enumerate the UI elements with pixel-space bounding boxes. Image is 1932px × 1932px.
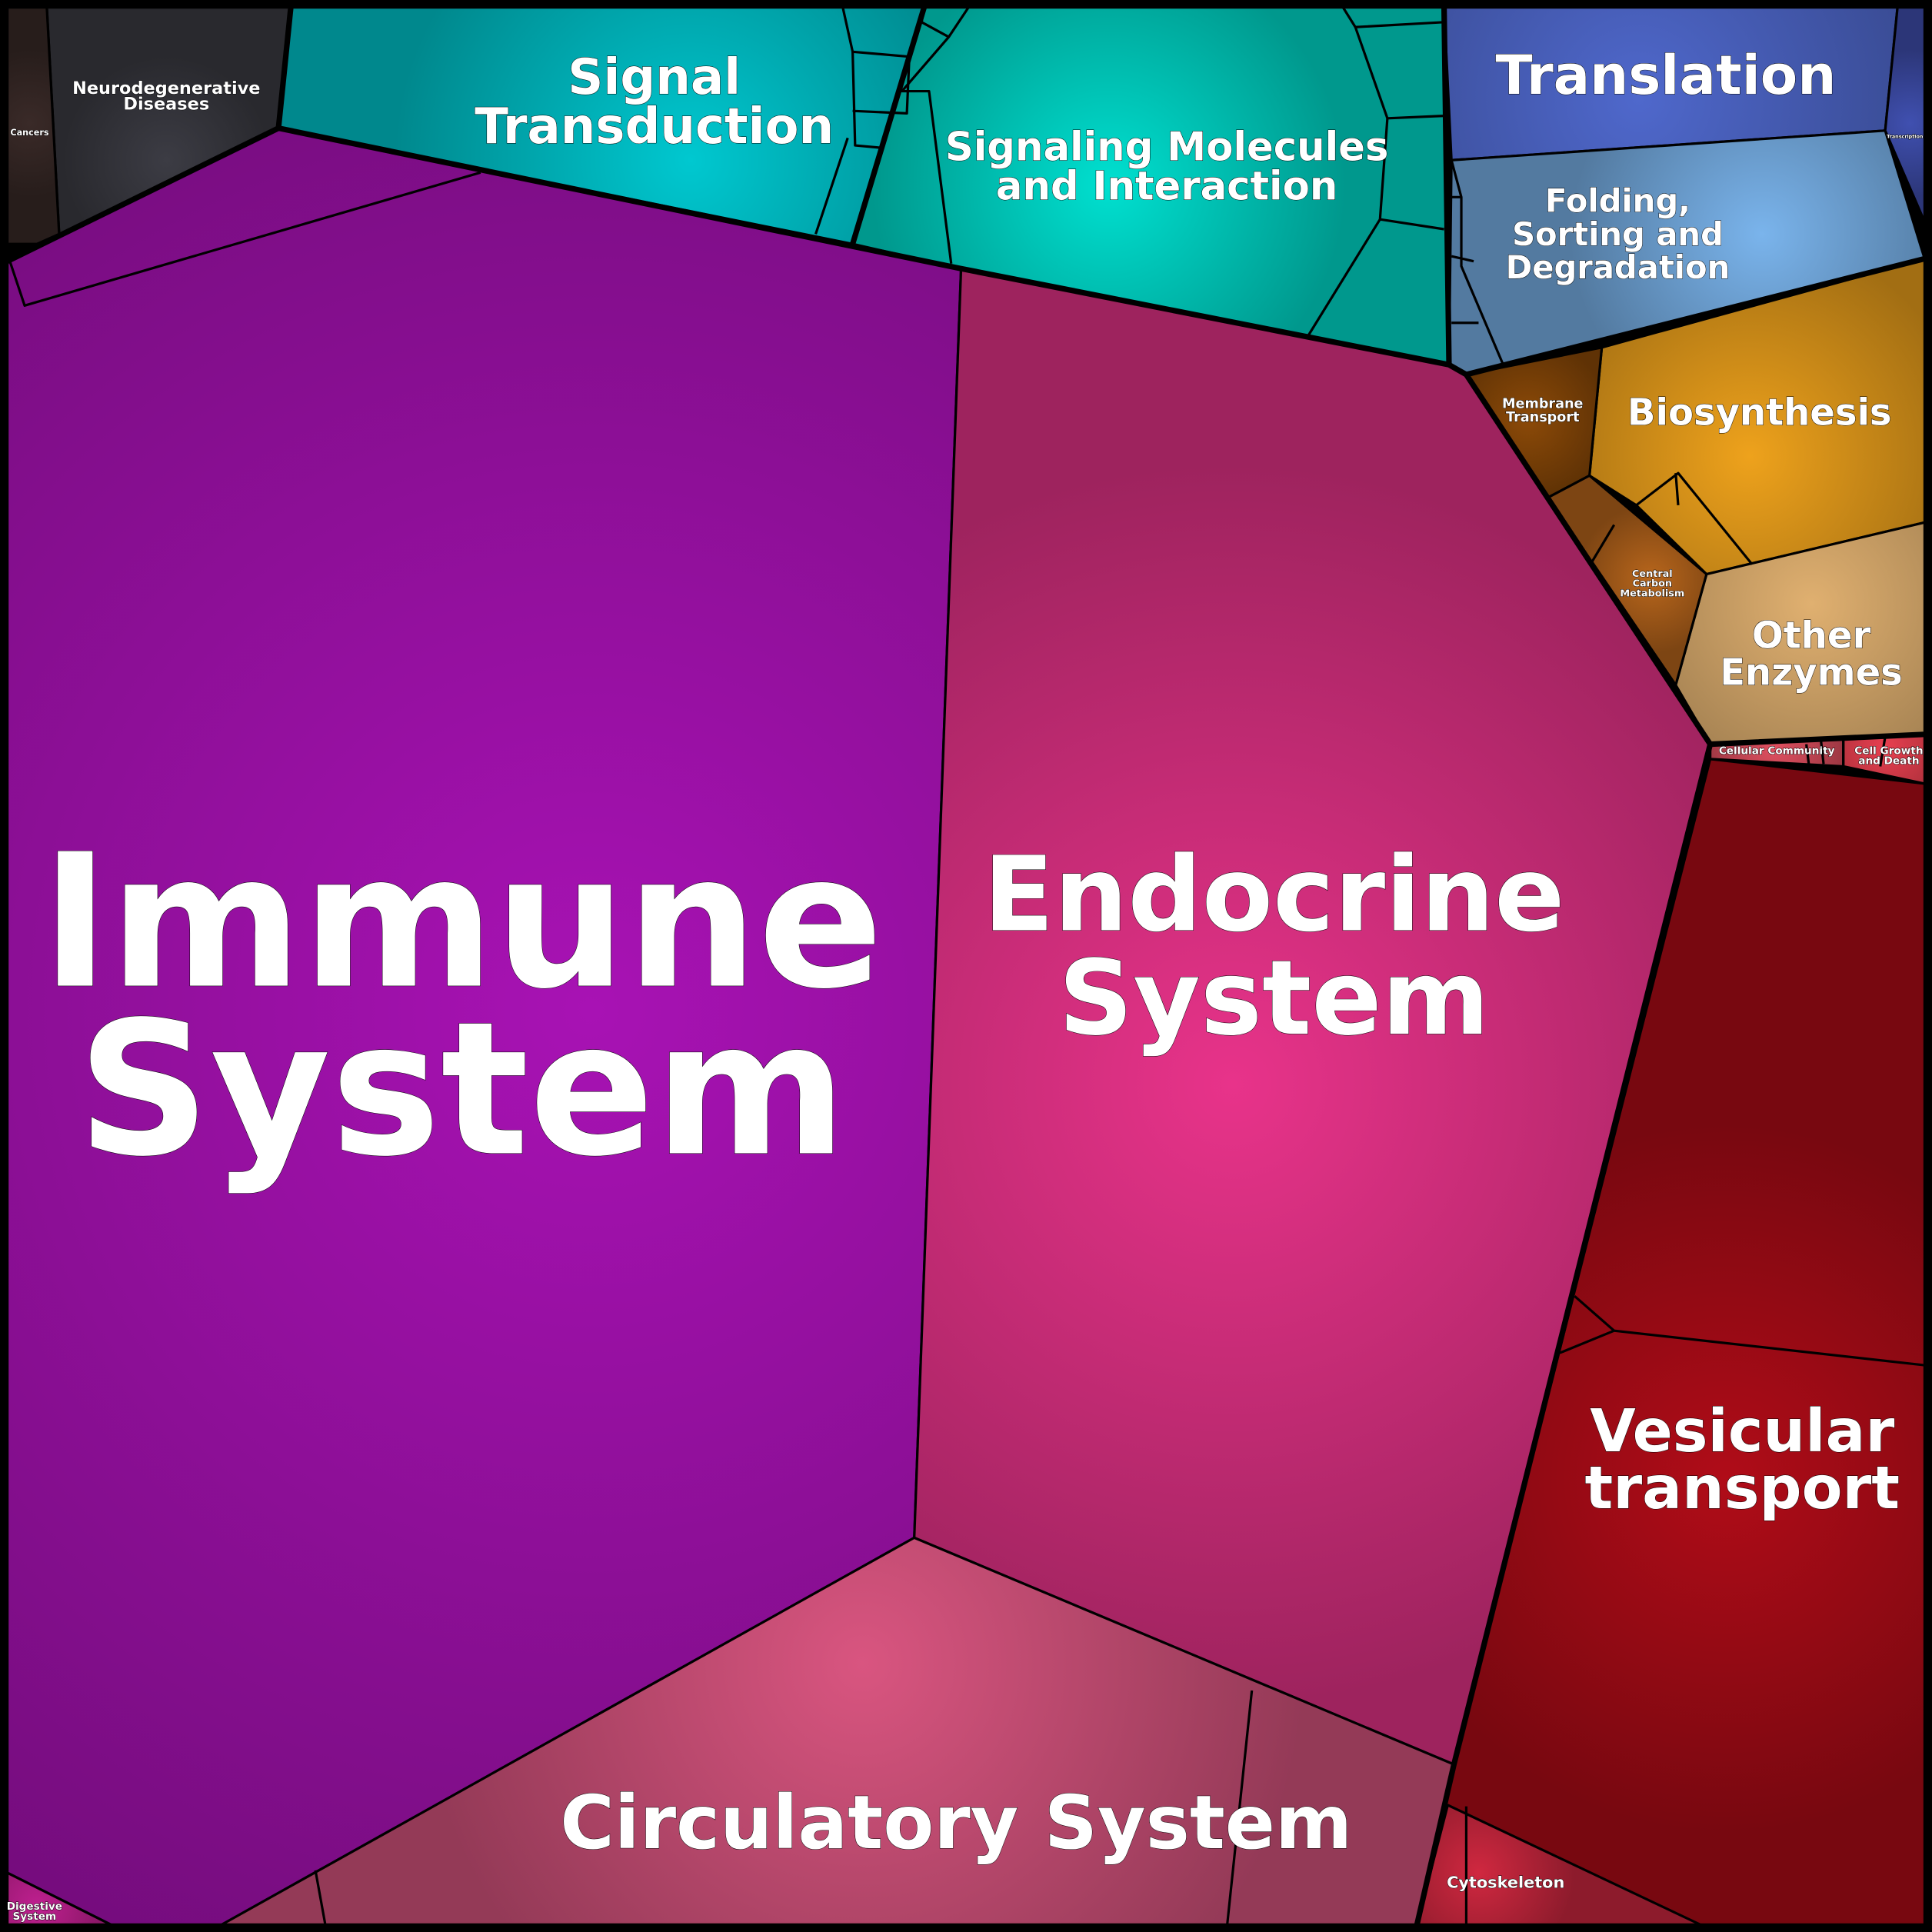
label-central-carbon: Central: [1632, 568, 1673, 580]
label-membrane: Transport: [1506, 410, 1580, 425]
label-circulatory: Circulatory System: [560, 1780, 1352, 1866]
label-folding: Folding,: [1545, 182, 1690, 220]
label-immune: System: [77, 982, 847, 1198]
label-neuro: Neurodegenerative: [72, 78, 260, 98]
label-folding: Degradation: [1506, 248, 1730, 286]
sub-cell-borders: [8, 6, 1925, 1925]
label-biosynthesis: Biosynthesis: [1627, 391, 1892, 435]
label-vesicular: transport: [1585, 1454, 1900, 1523]
label-cancers: Cancers: [10, 128, 49, 138]
label-cytoskeleton: Cytoskeleton: [1447, 1873, 1564, 1891]
label-signaling: Signaling Molecules: [945, 124, 1389, 170]
label-vesicular: Vesicular: [1590, 1397, 1894, 1466]
label-folding: Sorting and: [1512, 215, 1724, 253]
label-immune: Immune: [41, 814, 883, 1030]
label-transcription: Transcription: [1887, 133, 1924, 139]
label-other-enzymes: Other: [1752, 615, 1871, 658]
label-cellular-community: Cellular Community: [1719, 744, 1835, 757]
label-neuro: Diseases: [123, 95, 209, 115]
label-digestive: Digestive: [7, 1900, 62, 1913]
label-signal: Transduction: [475, 98, 834, 155]
label-cell-growth: Cell Growth: [1854, 744, 1923, 757]
label-other-enzymes: Enzymes: [1720, 651, 1903, 695]
label-signaling: and Interaction: [996, 164, 1337, 210]
label-membrane: Membrane: [1502, 396, 1584, 411]
label-cell-growth: and Death: [1858, 754, 1919, 767]
label-signal: Signal: [568, 49, 741, 106]
label-translation: Translation: [1496, 44, 1837, 107]
label-endocrine: Endocrine: [984, 834, 1565, 955]
label-central-carbon: Metabolism: [1620, 588, 1684, 599]
label-endocrine: System: [1058, 938, 1490, 1058]
label-digestive: System: [13, 1910, 57, 1923]
label-central-carbon: Carbon: [1633, 578, 1672, 590]
